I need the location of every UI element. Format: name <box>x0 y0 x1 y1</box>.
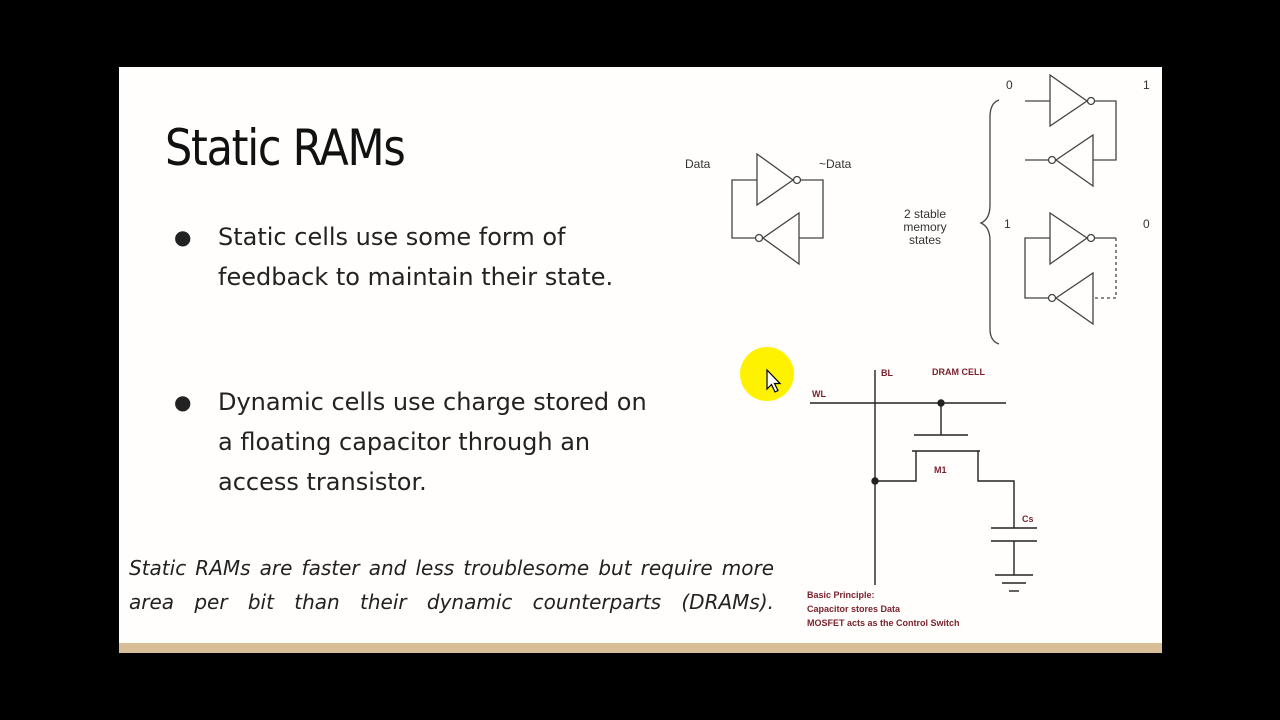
bullet-dot: ● <box>174 390 192 414</box>
comparison-note: Static RAMs are faster and less troubles… <box>129 556 774 614</box>
cs-label: Cs <box>1022 514 1034 524</box>
footer-bar <box>119 643 1162 653</box>
state-bottom-left-value: 1 <box>1004 217 1011 231</box>
sram-diagram: Data ~Data 2 stable memory states 0 1 <box>685 73 1150 628</box>
states-label: memory <box>903 220 946 234</box>
principle-line: MOSFET acts as the Control Switch <box>807 618 960 628</box>
principle-heading: Basic Principle: <box>807 590 875 600</box>
wl-label: WL <box>812 389 826 399</box>
stable-state-top <box>1025 73 1117 188</box>
dram-cell-circuit <box>810 370 1037 592</box>
states-label: 2 stable <box>904 207 946 221</box>
state-top-left-value: 0 <box>1006 78 1013 92</box>
bl-label: BL <box>881 368 893 378</box>
data-label: Data <box>685 157 711 171</box>
bullet-dot: ● <box>174 225 192 249</box>
state-top-right-value: 1 <box>1143 78 1150 92</box>
brace <box>979 99 1000 345</box>
bl-junction <box>871 477 879 485</box>
m1-label: M1 <box>934 465 947 475</box>
sram-inverter-pair <box>731 152 824 266</box>
slide: Static RAMs ● Static cells use some form… <box>119 67 1162 653</box>
stable-state-bottom <box>1024 211 1117 326</box>
bullet-text: Dynamic cells use charge stored on a flo… <box>218 388 647 496</box>
principle-line: Capacitor stores Data <box>807 604 901 614</box>
dram-cell-title: DRAM CELL <box>932 367 985 377</box>
slide-title: Static RAMs <box>165 119 406 177</box>
mouse-pointer-icon <box>766 368 782 393</box>
states-label: states <box>909 233 941 247</box>
state-bottom-right-value: 0 <box>1143 217 1150 231</box>
not-data-label: ~Data <box>819 157 852 171</box>
bullet-text: Static cells use some form of feedback t… <box>218 223 614 291</box>
